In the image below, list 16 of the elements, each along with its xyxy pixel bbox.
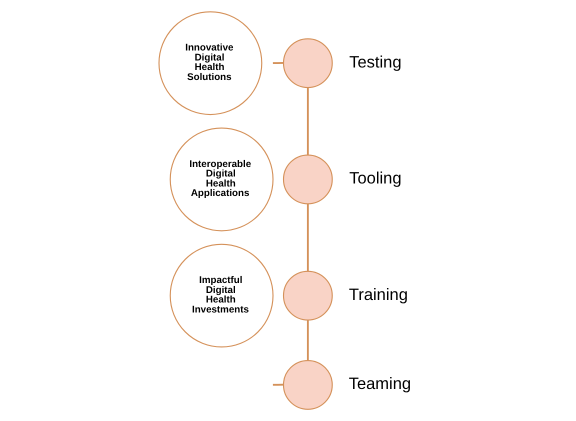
connector (272, 384, 284, 386)
node-circle (282, 270, 333, 321)
node-circle: Interoperable Digital Health Applications (170, 127, 274, 232)
connector (272, 62, 284, 64)
node-circle: Impactful Digital Health Investments (170, 244, 274, 348)
connector (306, 320, 309, 360)
node-label: Training (348, 286, 408, 304)
connector (306, 204, 309, 272)
node-label: Teaming (348, 375, 412, 394)
node-label: Testing (349, 53, 402, 72)
node-circle: Innovative Digital Health Solutions (158, 11, 262, 116)
node-circle (282, 154, 333, 204)
node-label: Tooling (349, 170, 402, 188)
node-circle (282, 360, 333, 410)
connector (306, 88, 309, 155)
node-circle (282, 38, 333, 88)
